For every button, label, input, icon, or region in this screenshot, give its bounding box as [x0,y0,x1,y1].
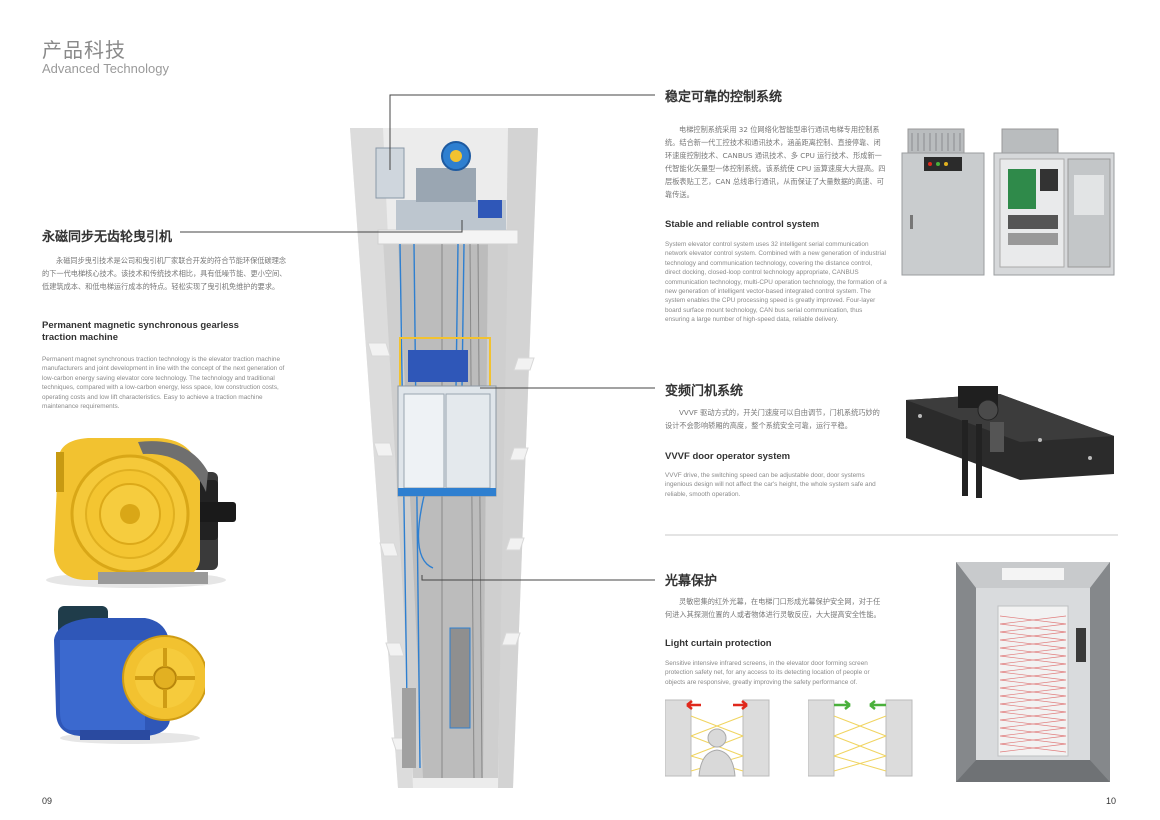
control-desc-en: System elevator control system uses 32 i… [665,241,887,324]
traction-title-en: Permanent magnetic synchronous gearless … [42,320,239,343]
page-subtitle: Advanced Technology [42,61,169,76]
blue-traction-machine-image [54,606,205,744]
page-title: 产品科技 [42,38,126,62]
curtain-diagram-person [665,699,770,777]
door-operator-image [906,386,1114,498]
curtain-title-cn: 光幕保护 [665,574,718,589]
elevator-car-curtain-image [956,562,1110,782]
page-number-left: 09 [42,796,53,806]
curtain-desc-en: Sensitive intensive infrared screens, in… [665,660,870,686]
door-title-en: VVVF door operator system [665,451,791,462]
elevator-shaft-illustration [350,128,538,788]
page-number-right: 10 [1106,796,1117,806]
curtain-diagram-clear [808,699,913,777]
traction-title-cn: 永磁同步无齿轮曳引机 [42,230,173,245]
curtain-desc-cn: 灵敏密集的红外光幕，在电梯门口形成光幕保护安全网，对于任何进入其探测位置的人或者… [665,597,881,619]
control-desc-cn: 电梯控制系统采用 32 位网络化智能型串行通讯电梯专用控制系统。结合新一代工控技… [665,125,886,199]
door-title-cn: 变频门机系统 [665,384,744,399]
control-title-cn: 稳定可靠的控制系统 [665,90,783,105]
door-desc-en: VVVF drive, the switching speed can be a… [665,472,876,498]
traction-desc-cn: 永磁同步曳引技术是公司和曳引机厂家联合开发的符合节能环保低碳理念的下一代电梯核心… [42,256,287,291]
curtain-title-en: Light curtain protection [665,638,772,649]
door-desc-cn: VVVF 驱动方式的，开关门速度可以自由调节，门机系统巧妙的设计不会影响轿厢的高… [665,408,880,430]
traction-desc-en: Permanent magnet synchronous traction te… [42,356,285,411]
control-cabinet-image [901,128,1115,276]
control-title-en: Stable and reliable control system [665,219,820,230]
yellow-traction-machine-image [46,438,236,588]
